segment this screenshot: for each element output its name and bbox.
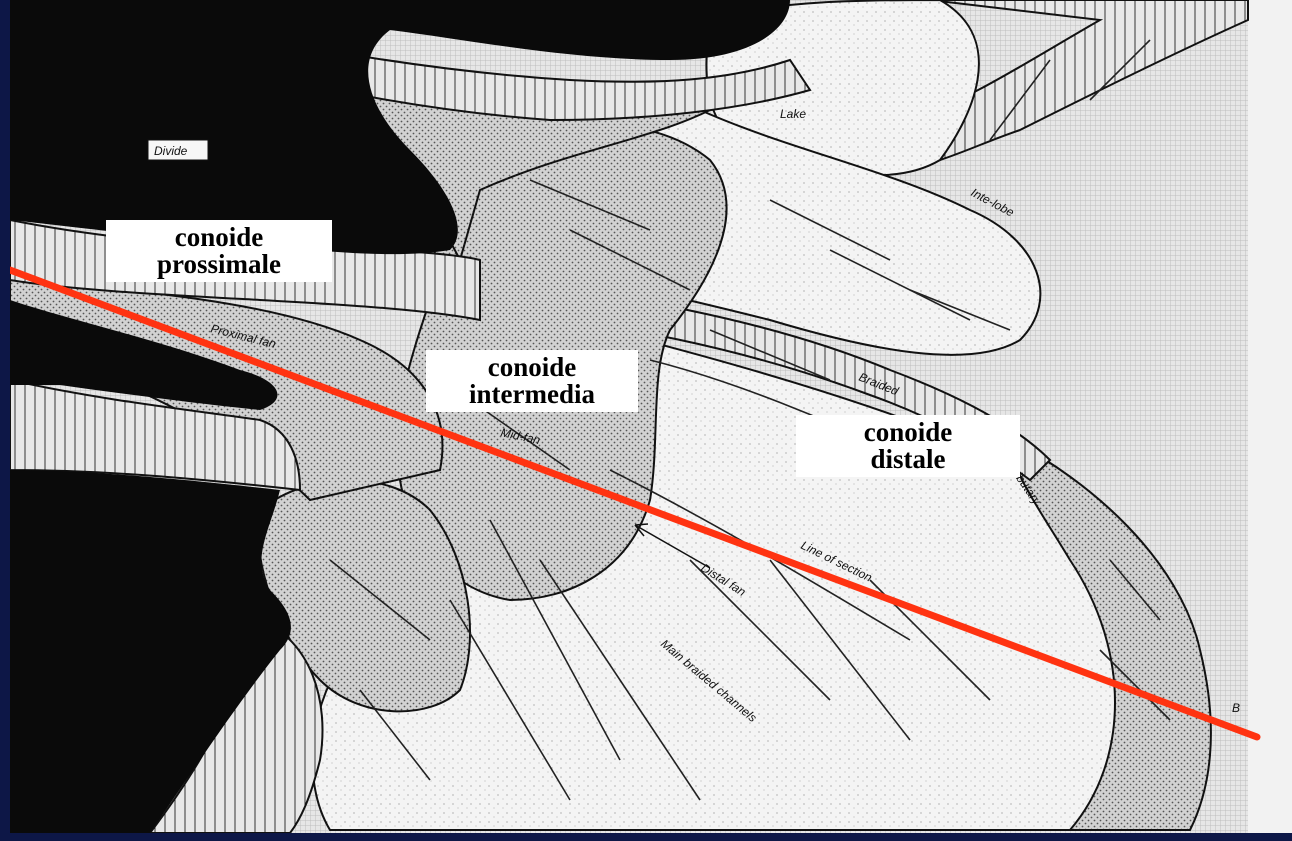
divide-label: Divide bbox=[154, 144, 188, 158]
distal-fan-zone-line1: conoide bbox=[804, 419, 1012, 446]
alluvial-fan-map: Divide Lake Inte-lobe Proximal fan Mid-f… bbox=[10, 0, 1292, 833]
proximal-fan-zone-line2: prossimale bbox=[114, 251, 324, 278]
proximal-fan-zone-line1: conoide bbox=[114, 224, 324, 251]
intermediate-fan-zone-line2: intermedia bbox=[434, 381, 630, 408]
proximal-fan-zone-label: conoide prossimale bbox=[106, 220, 332, 282]
page-margin bbox=[1248, 0, 1292, 833]
intermediate-fan-zone-line1: conoide bbox=[434, 354, 630, 381]
distal-fan-zone-line2: distale bbox=[804, 446, 1012, 473]
intermediate-fan-zone-label: conoide intermedia bbox=[426, 350, 638, 412]
point-b-label: B bbox=[1232, 701, 1240, 715]
distal-fan-zone-label: conoide distale bbox=[796, 415, 1020, 477]
lake-label: Lake bbox=[780, 107, 806, 121]
